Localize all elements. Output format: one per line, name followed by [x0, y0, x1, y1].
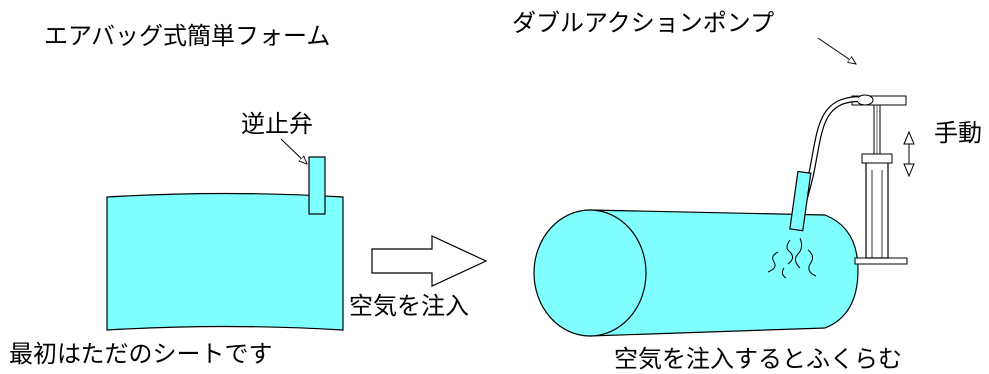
inflates-caption: 空気を注入するとふくらむ	[614, 345, 902, 373]
diagram-title: エアバッグ式簡単フォーム	[44, 22, 331, 50]
pump-collar	[861, 153, 893, 164]
pump-label: ダブルアクションポンプ	[512, 9, 775, 37]
pump-pointer	[817, 37, 856, 64]
check-valve	[308, 156, 326, 215]
air-puff-marks	[767, 237, 817, 279]
inflated-cylinder-end	[533, 209, 647, 337]
check-valve-pointer	[280, 138, 307, 164]
pump-barrel	[865, 161, 889, 259]
flat-sheet	[106, 192, 344, 331]
transition-arrow	[371, 235, 488, 287]
pump-base	[854, 257, 908, 265]
pump-nozzle	[789, 170, 812, 232]
manual-motion-arrow	[903, 130, 915, 178]
pump-hose	[797, 96, 859, 217]
inject-air-label: 空気を注入	[349, 292, 469, 320]
inflated-cylinder-body	[589, 209, 859, 337]
check-valve-label: 逆止弁	[241, 110, 313, 138]
manual-label: 手動	[934, 119, 982, 147]
flat-sheet-caption: 最初はただのシートです	[9, 340, 273, 368]
